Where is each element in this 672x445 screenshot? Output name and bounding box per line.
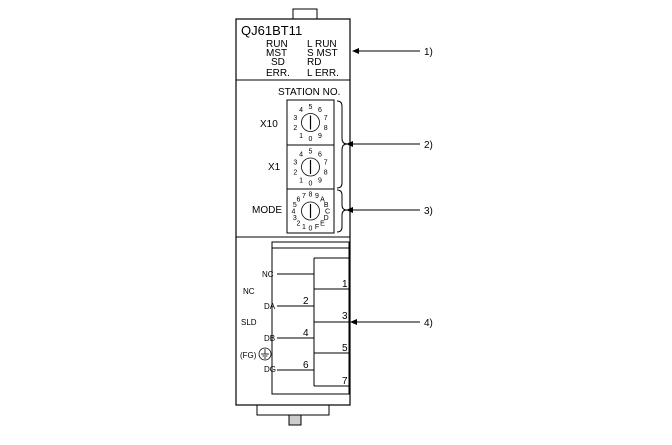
dial-digit: 0 — [309, 226, 313, 233]
terminal-number-7: 7 — [342, 376, 348, 387]
dial-x10-knob[interactable] — [301, 113, 320, 132]
dial-digit: 7 — [302, 193, 306, 200]
dial-digit: 3 — [293, 160, 297, 167]
station-no-label: STATION NO. — [278, 87, 340, 98]
dial-digit: 4 — [299, 152, 303, 159]
terminal-block — [271, 241, 350, 395]
dial-digit: B — [324, 202, 329, 209]
dial-digit: 2 — [297, 221, 301, 228]
dial-digit: 9 — [315, 193, 319, 200]
callout-1: 1) — [352, 47, 433, 58]
terminal-number-5: 5 — [342, 343, 348, 354]
dial-digit: 2 — [293, 169, 297, 176]
terminal-number-2: 2 — [303, 296, 309, 307]
dial-digit: 2 — [293, 125, 297, 132]
terminal-label-da: DA — [264, 302, 276, 311]
dial-digit: 7 — [324, 115, 328, 122]
dial-digit: 3 — [293, 215, 297, 222]
dial-digit: 1 — [302, 224, 306, 231]
callout-2: 2) — [346, 140, 433, 151]
callout-1-label: 1) — [424, 47, 433, 58]
led-err: ERR. — [266, 68, 290, 79]
callout-3-label: 3) — [424, 206, 433, 217]
dial-mode-knob[interactable] — [301, 201, 320, 221]
dial-digit: 8 — [309, 192, 313, 199]
terminal-right-rows — [277, 273, 314, 371]
dial-digit: 5 — [309, 149, 313, 156]
dial-digit: 9 — [318, 177, 322, 184]
mode-label: MODE — [252, 205, 282, 216]
x1-label: X1 — [268, 162, 281, 173]
ground-icon — [258, 347, 272, 361]
dial-digit: E — [320, 221, 325, 228]
dial-digit: 0 — [309, 181, 313, 188]
dial-digit: 6 — [318, 152, 322, 159]
led-labels: RUN MST SD ERR. L RUN S MST RD L ERR. — [266, 39, 339, 79]
terminal-label-nc: NC — [243, 287, 255, 296]
terminal-label-nc-top: NC — [262, 270, 274, 279]
model-name: QJ61BT11 — [241, 23, 302, 38]
terminal-left-column — [313, 257, 349, 387]
callout-4: 4) — [350, 318, 433, 329]
x10-label: X10 — [260, 119, 278, 130]
dial-digit: 6 — [297, 197, 301, 204]
led-l-run: L RUN — [307, 39, 337, 50]
dial-digit: 1 — [299, 177, 303, 184]
dial-digit: 8 — [324, 125, 328, 132]
dial-x1-knob[interactable] — [301, 157, 320, 177]
terminal-label-fg: (FG) — [240, 351, 257, 360]
terminal-number-6: 6 — [303, 360, 309, 371]
dial-digit: 9 — [318, 133, 322, 140]
terminal-label-db: DB — [264, 334, 275, 343]
callout-4-label: 4) — [424, 318, 433, 329]
dial-digit: 1 — [299, 133, 303, 140]
dial-digit: 6 — [318, 107, 322, 114]
dial-digit: 8 — [324, 169, 328, 176]
dial-digit: A — [320, 197, 325, 204]
led-s-mst: S MST — [307, 48, 338, 59]
led-sd: SD — [271, 57, 285, 68]
mode-switch-box — [286, 188, 335, 234]
terminal-number-4: 4 — [303, 328, 309, 339]
bottom-connector — [256, 404, 330, 426]
terminal-number-3: 3 — [342, 311, 348, 322]
brace-mode-switch — [336, 189, 348, 233]
led-mst: MST — [266, 48, 287, 59]
callout-3: 3) — [346, 206, 433, 217]
dial-digit: F — [315, 224, 319, 231]
dial-digit: 5 — [293, 202, 297, 209]
dial-digit: 4 — [299, 107, 303, 114]
dial-digit: 4 — [292, 209, 296, 216]
brace-station-switches — [336, 100, 348, 189]
dial-digit: D — [324, 215, 329, 222]
terminal-number-1: 1 — [342, 279, 348, 290]
dial-digit: 5 — [309, 104, 313, 111]
dial-digit: 7 — [324, 160, 328, 167]
led-rd: RD — [307, 57, 321, 68]
module-top-tab — [292, 8, 318, 20]
dial-digit: C — [325, 209, 330, 216]
terminal-label-sld: SLD — [241, 318, 257, 327]
terminal-label-dg: DG — [264, 365, 276, 374]
led-l-err: L ERR. — [307, 68, 339, 79]
dial-digit: 3 — [293, 115, 297, 122]
led-run: RUN — [266, 39, 288, 50]
dial-digit: 0 — [309, 136, 313, 143]
callout-2-label: 2) — [424, 140, 433, 151]
